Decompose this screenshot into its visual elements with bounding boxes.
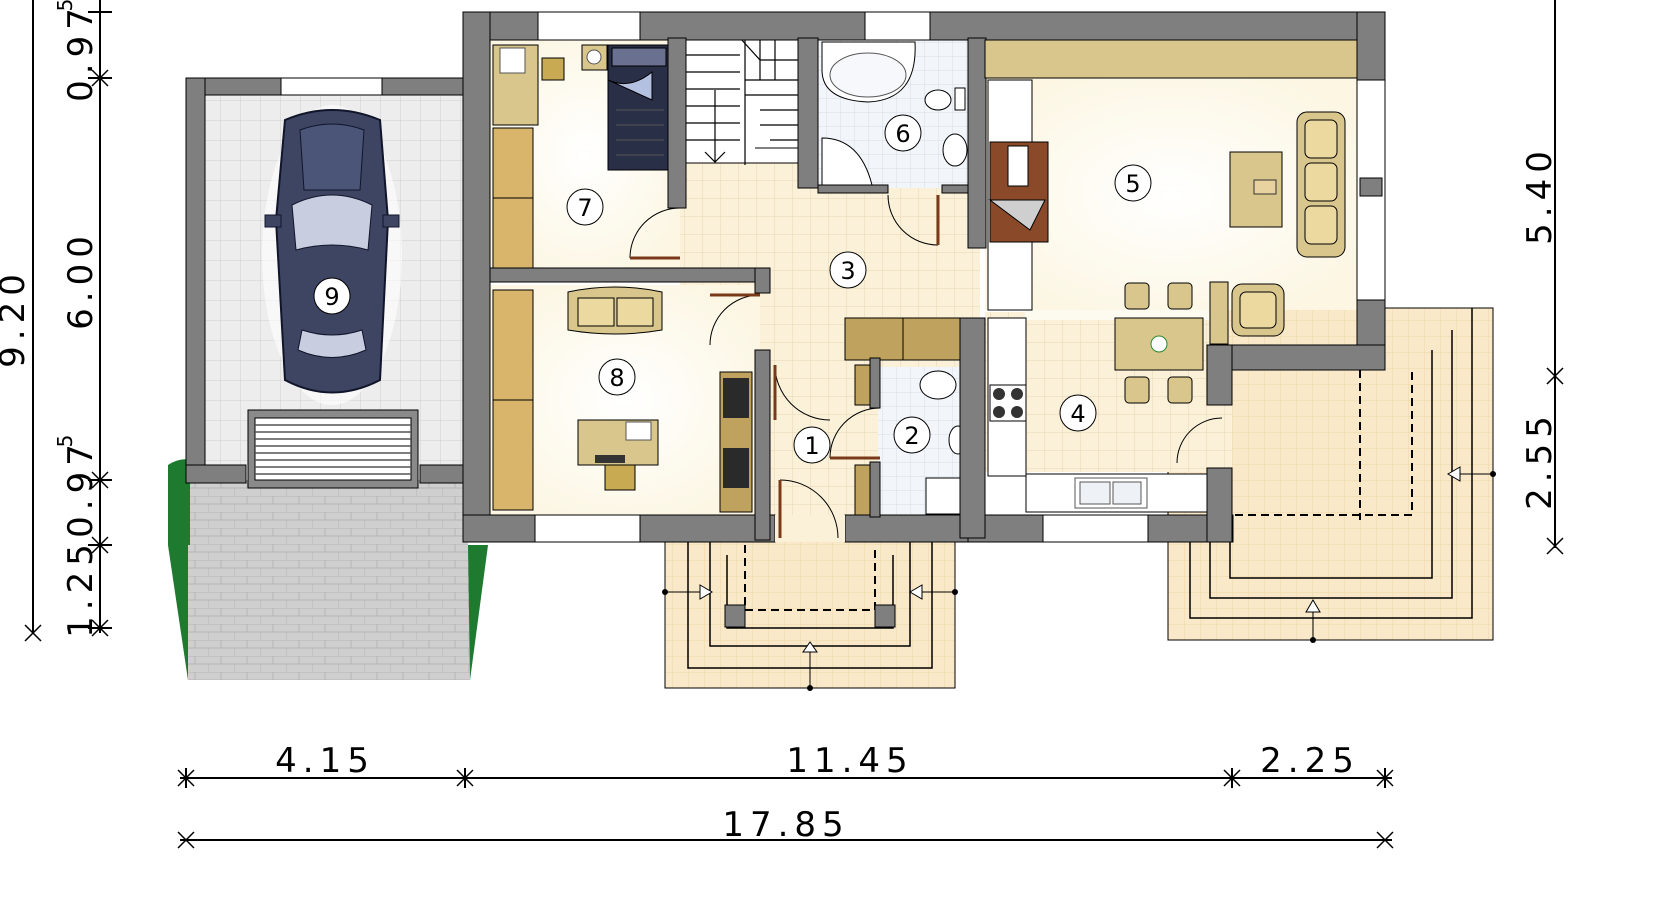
dim-left-segment-2: 6.00 — [61, 230, 101, 330]
dim-total-depth: 9.20 — [0, 268, 33, 368]
room-label-8: 8 — [598, 358, 636, 396]
svg-text:8: 8 — [609, 364, 624, 392]
dim-right-segment-2: 2.55 — [1520, 410, 1560, 510]
bathroom-fixtures — [821, 41, 968, 186]
dimension-labels: 4.15 11.45 2.25 17.85 9.20 0.97 5 6.00 0… — [0, 0, 1560, 845]
svg-text:9: 9 — [324, 283, 339, 311]
room-label-1: 1 — [793, 426, 831, 464]
dim-left-segment-1: 0.97 — [61, 2, 101, 102]
dim-left-segment-3: 0.97 — [61, 438, 101, 538]
room-label-4: 4 — [1059, 394, 1097, 432]
svg-text:2: 2 — [904, 422, 919, 450]
room-labels: 1 2 3 4 5 6 7 8 9 — [313, 114, 1152, 464]
dim-left-segment-4: 1.25 — [61, 538, 101, 638]
svg-text:7: 7 — [577, 194, 592, 222]
dim-garage-width: 4.15 — [275, 741, 375, 781]
garage-door — [247, 409, 419, 489]
room-label-9: 9 — [313, 277, 351, 315]
svg-text:3: 3 — [840, 257, 855, 285]
entrance-terrace — [662, 539, 958, 691]
svg-text:1: 1 — [804, 432, 819, 460]
driveway-paving — [168, 459, 488, 680]
room-label-2: 2 — [893, 416, 931, 454]
dim-right-segment-1: 5.40 — [1520, 145, 1560, 245]
room-label-7: 7 — [566, 188, 604, 226]
dim-total-width: 17.85 — [722, 805, 849, 845]
staircase — [685, 37, 799, 165]
car — [262, 105, 402, 405]
living-furniture — [987, 43, 1346, 404]
bedroom-furniture — [492, 44, 671, 269]
doors — [629, 194, 1223, 539]
study-furniture — [492, 286, 753, 513]
dimension-lines — [24, 0, 1564, 849]
windows — [280, 11, 1386, 543]
dim-house-width: 11.45 — [786, 741, 913, 781]
svg-text:6: 6 — [895, 120, 910, 148]
room-label-5: 5 — [1114, 164, 1152, 202]
dim-terrace-width: 2.25 — [1260, 741, 1360, 781]
room-label-3: 3 — [829, 251, 867, 289]
dim-left-superscript-2: 5 — [53, 429, 77, 448]
dim-left-superscript-1: 5 — [53, 0, 77, 11]
svg-text:5: 5 — [1125, 170, 1140, 198]
svg-text:4: 4 — [1070, 400, 1085, 428]
room-label-6: 6 — [884, 114, 922, 152]
